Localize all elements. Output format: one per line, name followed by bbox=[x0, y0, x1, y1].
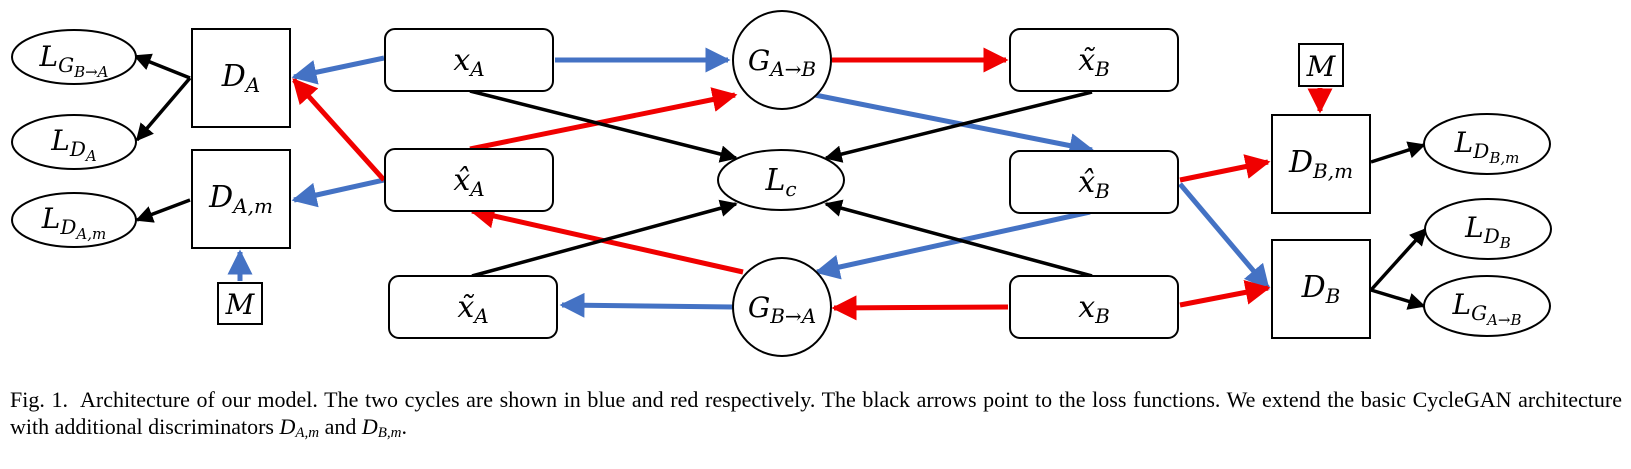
arrow-black-dam-to-ldam bbox=[135, 198, 191, 223]
disc-bm-node: DB,m bbox=[1271, 114, 1371, 214]
svg-text:xA: xA bbox=[453, 43, 484, 81]
x-a-tilde-node: x̃A bbox=[388, 275, 558, 339]
svg-text:M: M bbox=[1306, 50, 1337, 83]
svg-text:LGB→A: LGB→A bbox=[38, 40, 108, 81]
gen-ba-node: GB→A bbox=[732, 257, 832, 357]
caption-text: Architecture of our model. The two cycle… bbox=[10, 387, 1622, 439]
arrow-red-xb-to-gba bbox=[831, 295, 1009, 321]
svg-text:DB,m: DB,m bbox=[1288, 145, 1353, 183]
arrow-red-xahat-to-da bbox=[292, 78, 386, 182]
arrow-black-dbm-to-ldbm bbox=[1370, 141, 1426, 164]
svg-text:x̃A: x̃A bbox=[457, 290, 488, 328]
arrow-red-xbhat-to-dbm bbox=[1179, 154, 1271, 183]
svg-text:DA: DA bbox=[221, 59, 261, 97]
loss-d-a-node: LDA bbox=[11, 114, 137, 170]
x-b-node: xB bbox=[1009, 275, 1179, 339]
arrow-blue-xbhat-to-gba bbox=[814, 209, 1091, 280]
arrow-black-xa-to-lc bbox=[469, 89, 738, 163]
x-a-node: xA bbox=[384, 28, 554, 92]
svg-text:GB→A: GB→A bbox=[748, 291, 816, 328]
arrow-black-da-to-lda bbox=[135, 76, 192, 142]
arrow-red-gba-to-xahat bbox=[469, 203, 744, 275]
x-b-tilde-node: x̃B bbox=[1009, 28, 1179, 92]
disc-b-node: DB bbox=[1271, 239, 1371, 339]
svg-text:LGA→B: LGA→B bbox=[1451, 288, 1521, 329]
svg-text:DA,m: DA,m bbox=[208, 180, 273, 218]
loss-d-b-node: LDB bbox=[1424, 198, 1552, 260]
arrow-blue-xahat-to-dam bbox=[291, 177, 385, 208]
svg-text:GA→B: GA→B bbox=[748, 44, 816, 81]
arrow-black-xatilde-to-lc bbox=[471, 199, 738, 278]
svg-text:xB: xB bbox=[1078, 290, 1110, 328]
loss-c-node: Lc bbox=[717, 149, 845, 211]
caption-end: . bbox=[401, 414, 408, 439]
arrow-red-xahat-to-gab bbox=[469, 87, 738, 152]
svg-text:x̃B: x̃B bbox=[1078, 43, 1110, 81]
mask-right-node: M bbox=[1298, 43, 1344, 87]
disc-am-node: DA,m bbox=[191, 149, 291, 249]
arrow-black-xb-to-lc bbox=[824, 199, 1093, 278]
arrow-black-xbtilde-to-lc bbox=[824, 90, 1093, 163]
svg-text:x̂A: x̂A bbox=[453, 163, 484, 201]
loss-d-bm-node: LDB,m bbox=[1423, 113, 1551, 175]
arrow-red-xb-to-db bbox=[1179, 279, 1271, 308]
svg-text:LDA: LDA bbox=[50, 124, 97, 165]
arrow-black-db-to-lgab bbox=[1370, 288, 1426, 310]
architecture-diagram: LGB→A LDA LDA,m DA DA,m M xA x̂A x̃A GA→… bbox=[11, 10, 1552, 357]
caption-math-dam: DA,m bbox=[279, 414, 320, 441]
arrow-blue-gab-to-xbhat bbox=[814, 92, 1095, 158]
mask-left-node: M bbox=[217, 282, 263, 325]
svg-text:LDB,m: LDB,m bbox=[1454, 126, 1520, 167]
svg-text:Lc: Lc bbox=[764, 163, 796, 201]
svg-text:LDA,m: LDA,m bbox=[41, 202, 106, 243]
arrow-black-da-to-lgba bbox=[133, 53, 191, 80]
svg-text:DB: DB bbox=[1301, 270, 1341, 308]
svg-text:M: M bbox=[225, 288, 256, 321]
disc-a-node: DA bbox=[191, 28, 291, 128]
arrow-black-db-to-ldb bbox=[1369, 227, 1428, 292]
svg-text:LDB: LDB bbox=[1464, 211, 1511, 252]
loss-g-ab-node: LGA→B bbox=[1423, 275, 1551, 337]
loss-d-am-node: LDA,m bbox=[11, 192, 137, 248]
x-b-hat-node: x̂B bbox=[1009, 150, 1179, 214]
gen-ab-node: GA→B bbox=[732, 10, 832, 110]
figure-caption: Fig. 1. Architecture of our model. The t… bbox=[10, 386, 1622, 447]
caption-conj: and bbox=[324, 414, 357, 439]
x-a-hat-node: x̂A bbox=[384, 148, 554, 212]
arrows bbox=[133, 47, 1428, 321]
caption-label: Fig. 1. bbox=[10, 387, 68, 412]
arrow-blue-gba-to-xatilde bbox=[559, 292, 734, 318]
arrow-blue-xa-to-da bbox=[291, 55, 385, 85]
loss-g-ba-node: LGB→A bbox=[11, 29, 137, 85]
caption-math-dbm: DB,m bbox=[361, 414, 402, 441]
svg-text:x̂B: x̂B bbox=[1078, 165, 1110, 203]
arrow-blue-xbhat-to-db bbox=[1178, 182, 1270, 290]
